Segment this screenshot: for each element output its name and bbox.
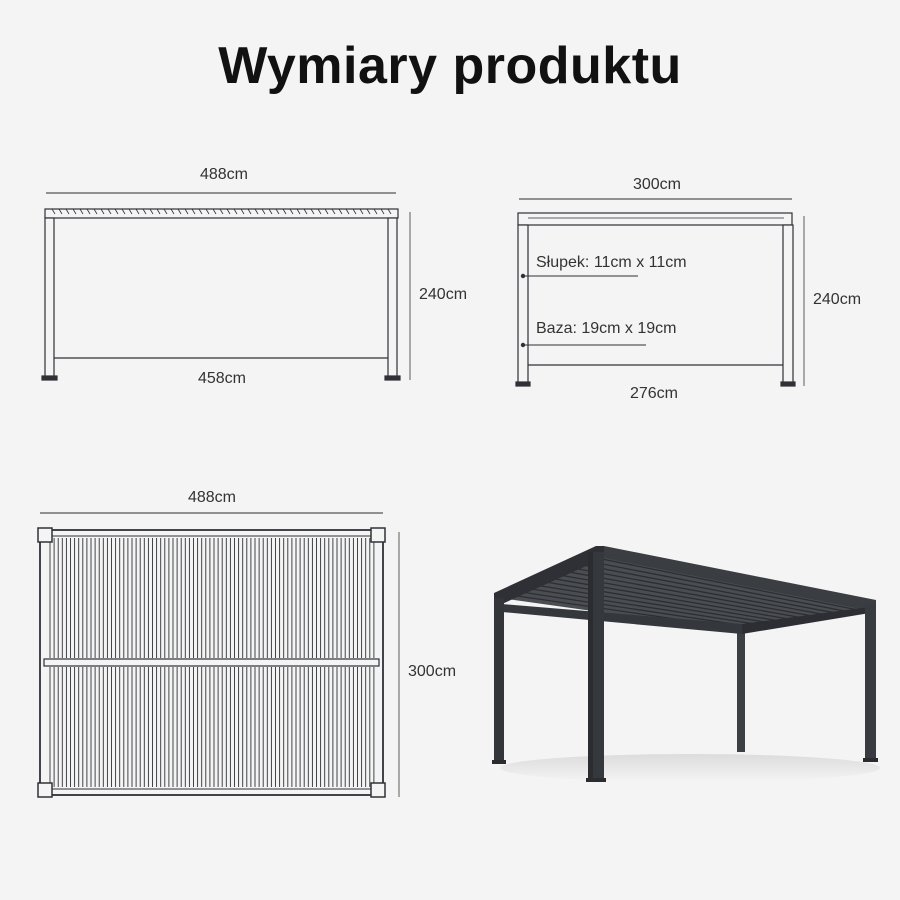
top-depth-label: 300cm	[408, 663, 456, 680]
side-height-label: 240cm	[813, 291, 861, 308]
top-roof-louvers	[49, 538, 375, 787]
front-inner-width-label: 458cm	[198, 370, 246, 387]
top-corner-post-br	[370, 782, 386, 798]
top-view: 488cm 300cm	[37, 489, 456, 798]
page-title: Wymiary produktu	[218, 37, 682, 95]
side-right-base	[780, 381, 796, 387]
front-roof-louvers	[51, 208, 392, 215]
base-size-label: Baza: 19cm x 19cm	[536, 320, 677, 337]
post-size-label: Słupek: 11cm x 11cm	[536, 254, 687, 271]
side-inner-width-label: 276cm	[630, 385, 678, 402]
front-height-label: 240cm	[419, 286, 467, 303]
front-right-post	[387, 217, 398, 379]
pergola-3d-image	[492, 546, 880, 782]
front-right-base	[384, 375, 401, 381]
front-left-base	[41, 375, 58, 381]
front-left-post	[44, 217, 55, 379]
top-corner-post-tr	[370, 527, 386, 543]
pergola-post-right	[865, 604, 876, 760]
side-width-label: 300cm	[633, 176, 681, 193]
side-view: 300cm 276cm Słupek: 11cm x 11cm Baza: 19…	[515, 176, 861, 402]
front-view: 488cm 458cm 240cm	[41, 166, 467, 387]
top-width-label: 488cm	[188, 489, 236, 506]
front-roof-beam	[44, 208, 399, 219]
front-width-label: 488cm	[200, 166, 248, 183]
top-corner-post-bl	[37, 782, 53, 798]
side-left-post	[517, 224, 529, 384]
top-center-beam	[43, 658, 380, 667]
side-right-post	[782, 224, 794, 384]
side-left-base	[515, 381, 531, 387]
top-corner-post-tl	[37, 527, 53, 543]
pergola-post-left	[494, 598, 504, 763]
side-roof-beam	[517, 212, 793, 226]
